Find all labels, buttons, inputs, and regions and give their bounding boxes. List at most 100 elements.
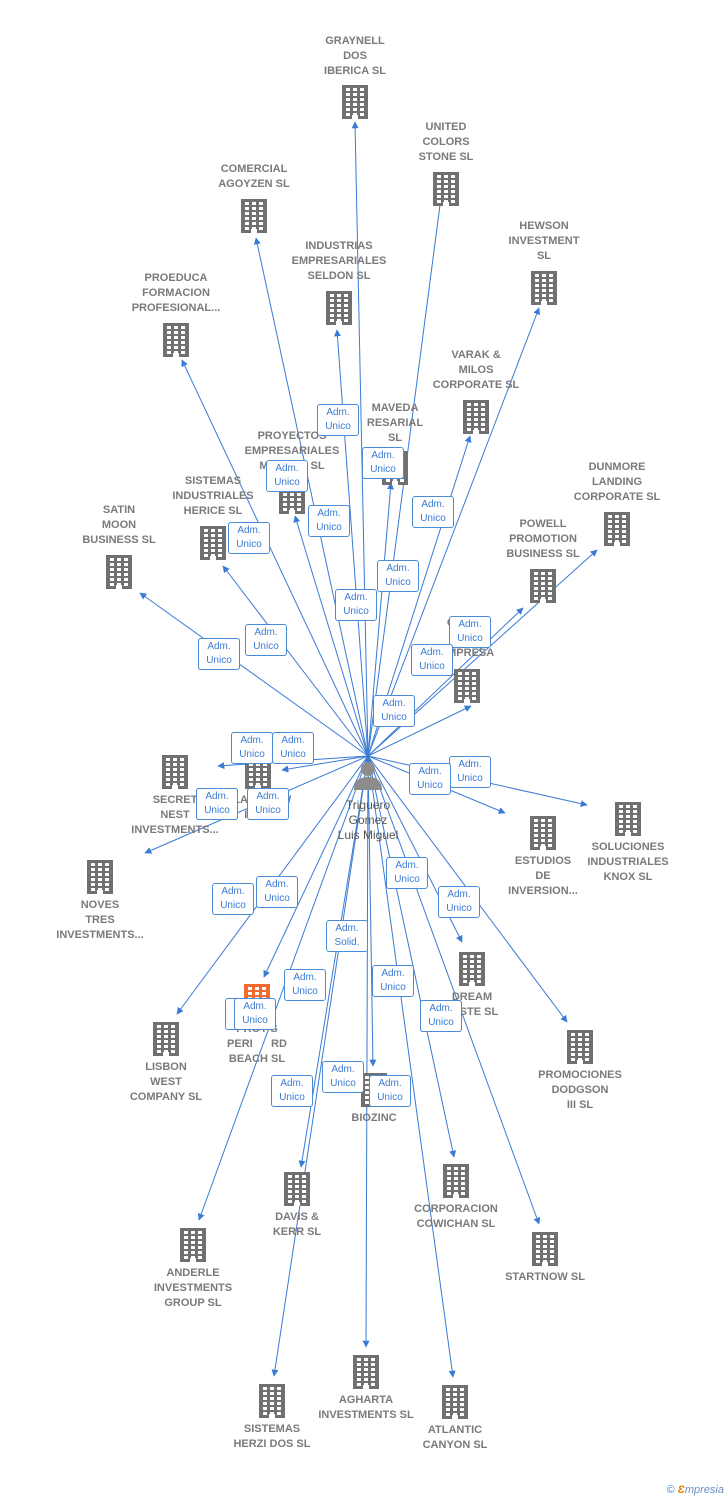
company-label-hewson[interactable]: HEWSON INVESTMENT SL: [508, 220, 580, 262]
company-label-comercial[interactable]: COMERCIAL AGOYZEN SL: [218, 163, 290, 190]
relation-badge-graynell[interactable]: Adm. Unico: [317, 404, 359, 436]
building-icon[interactable]: [442, 1385, 468, 1419]
relation-badge-comercial[interactable]: Adm. Unico: [228, 522, 270, 554]
company-label-maveda[interactable]: MAVEDA RESARIAL SL: [366, 402, 424, 444]
relation-badge-estudios[interactable]: Adm. Unico: [409, 763, 451, 795]
footer-brand[interactable]: © Ɛmpresia: [667, 1484, 724, 1496]
building-icon[interactable]: [87, 860, 113, 894]
building-window: [302, 1185, 306, 1188]
relation-badge-maveda[interactable]: Adm. Unico: [335, 589, 377, 621]
relation-badge-hewson[interactable]: Adm. Unico: [412, 496, 454, 528]
building-icon[interactable]: [342, 85, 368, 119]
relation-badge[interactable]: Adm. Unico: [247, 788, 289, 820]
building-icon[interactable]: [353, 1355, 379, 1389]
company-label-dunmore[interactable]: DUNMORE LANDING CORPORATE SL: [573, 461, 661, 503]
building-window: [453, 1408, 457, 1411]
relation-badge-biozinc[interactable]: Adm. Solid.: [326, 920, 368, 952]
building-icon[interactable]: [259, 1384, 285, 1418]
person-icon[interactable]: [354, 762, 382, 790]
building-icon[interactable]: [163, 323, 189, 357]
company-label-powell[interactable]: POWELL PROMOTION BUSINESS SL: [506, 518, 580, 560]
relation-badge-grupo[interactable]: Adm. Unico: [373, 695, 415, 727]
building-icon[interactable]: [615, 802, 641, 836]
building-window: [578, 1043, 582, 1046]
building-icon[interactable]: [326, 291, 352, 325]
relation-badge[interactable]: Adm. Unico: [372, 965, 414, 997]
relation-badge-powell[interactable]: Adm. Unico: [411, 644, 453, 676]
building-icon[interactable]: [180, 1228, 206, 1262]
building-icon[interactable]: [106, 555, 132, 589]
edge-industrias: [333, 329, 369, 757]
relation-badge-agharta[interactable]: Adm. Unico: [322, 1061, 364, 1093]
building-icon[interactable]: [241, 199, 267, 233]
building-icon[interactable]: [532, 1232, 558, 1266]
relation-badge-sistemas_h[interactable]: Adm. Unico: [271, 1075, 313, 1107]
relation-badge-atlantic[interactable]: Adm. Unico: [369, 1075, 411, 1107]
company-label-anderle[interactable]: ANDERLE INVESTMENTS GROUP SL: [153, 1267, 233, 1309]
company-label-agharta[interactable]: AGHARTA INVESTMENTS SL: [318, 1394, 414, 1421]
relation-badge-startnow[interactable]: Adm. Unico: [420, 1000, 462, 1032]
company-label-industrias[interactable]: INDUSTRIAS EMPRESARIALES SELDON SL: [291, 240, 387, 282]
building-window: [157, 1040, 161, 1043]
building-window: [585, 1038, 589, 1041]
company-label-varak[interactable]: VARAK & MILOS CORPORATE SL: [432, 349, 520, 391]
relation-badge-proy_beach[interactable]: Adm. Unico: [256, 876, 298, 908]
building-window: [204, 544, 208, 547]
company-label-biozinc[interactable]: BIOZINC: [351, 1112, 397, 1124]
relation-badge-noves[interactable]: Adm. Unico: [196, 788, 238, 820]
company-label-sistemas_h[interactable]: SISTEMAS HERZI DOS SL: [233, 1423, 311, 1450]
building-window: [444, 185, 448, 188]
building-icon[interactable]: [459, 952, 485, 986]
relation-badge[interactable]: Adm. Unico: [231, 732, 273, 764]
building-icon[interactable]: [454, 669, 480, 703]
relation-badge-davis[interactable]: Adm. Unico: [284, 969, 326, 1001]
building-icon[interactable]: [463, 400, 489, 434]
company-label-noves[interactable]: NOVES TRES INVESTMENTS...: [56, 899, 144, 941]
building-window: [259, 202, 263, 205]
relation-badge-sistemas_i[interactable]: Adm. Unico: [245, 624, 287, 656]
building-icon[interactable]: [567, 1030, 593, 1064]
building-icon[interactable]: [153, 1022, 179, 1056]
company-label-estudios[interactable]: ESTUDIOS DE INVERSION...: [508, 855, 578, 897]
building-icon[interactable]: [530, 816, 556, 850]
building-icon[interactable]: [604, 512, 630, 546]
building-icon[interactable]: [443, 1164, 469, 1198]
company-label-satin[interactable]: SATIN MOON BUSINESS SL: [82, 504, 156, 546]
relation-badge-satin[interactable]: Adm. Unico: [198, 638, 240, 670]
relation-badge-promociones[interactable]: Adm. Unico: [438, 886, 480, 918]
relation-badge-dream[interactable]: Adm. Unico: [386, 857, 428, 889]
company-label-lisbon[interactable]: LISBON WEST COMPANY SL: [129, 1061, 203, 1103]
company-label-united[interactable]: UNITED COLORS STONE SL: [418, 121, 474, 163]
building-icon[interactable]: [284, 1172, 310, 1206]
person-name[interactable]: Triguero Gomez Luis Miguel: [337, 798, 399, 842]
relation-badge-proyectos[interactable]: Adm. Unico: [266, 460, 308, 492]
relation-badge-varak[interactable]: Adm. Unico: [377, 560, 419, 592]
company-label-startnow[interactable]: STARTNOW SL: [505, 1271, 585, 1283]
edge-anderle: [197, 755, 369, 1221]
building-window: [541, 582, 545, 585]
company-label-sistemas_i[interactable]: SISTEMAS INDUSTRIALES HERICE SL: [172, 475, 254, 517]
relation-badge-soluciones[interactable]: Adm. Unico: [449, 756, 491, 788]
relation-badge[interactable]: Adm. Unico: [234, 998, 276, 1030]
company-label-soluciones[interactable]: SOLUCIONES INDUSTRIALES KNOX SL: [587, 841, 669, 883]
edge-gladeview: [281, 755, 369, 773]
company-label-davis[interactable]: DAVIS & KERR SL: [272, 1211, 322, 1238]
relation-badge-gladeview[interactable]: Adm. Unico: [272, 732, 314, 764]
company-label-secret[interactable]: SECRET NEST INVESTMENTS...: [131, 794, 219, 836]
company-label-promociones[interactable]: PROMOCIONES DODGSON III SL: [538, 1069, 622, 1111]
building-icon[interactable]: [433, 172, 459, 206]
building-icon[interactable]: [200, 526, 226, 560]
company-label-graynell[interactable]: GRAYNELL DOS IBERICA SL: [324, 35, 386, 77]
relation-badge-united[interactable]: Adm. Unico: [362, 447, 404, 479]
building-icon[interactable]: [530, 569, 556, 603]
building-window: [360, 98, 364, 101]
company-label-atlantic[interactable]: ATLANTIC CANYON SL: [422, 1424, 488, 1451]
company-label-proeduca[interactable]: PROEDUCA FORMACION PROFESIONAL...: [131, 272, 221, 314]
relation-badge-industrias[interactable]: Adm. Unico: [308, 505, 350, 537]
building-icon[interactable]: [531, 271, 557, 305]
building-icon[interactable]: [162, 755, 188, 789]
relation-badge-dunmore[interactable]: Adm. Unico: [449, 616, 491, 648]
building-window: [444, 190, 448, 193]
relation-badge-lisbon[interactable]: Adm. Unico: [212, 883, 254, 915]
company-label-corporacion[interactable]: CORPORACION COWICHAN SL: [414, 1203, 498, 1230]
